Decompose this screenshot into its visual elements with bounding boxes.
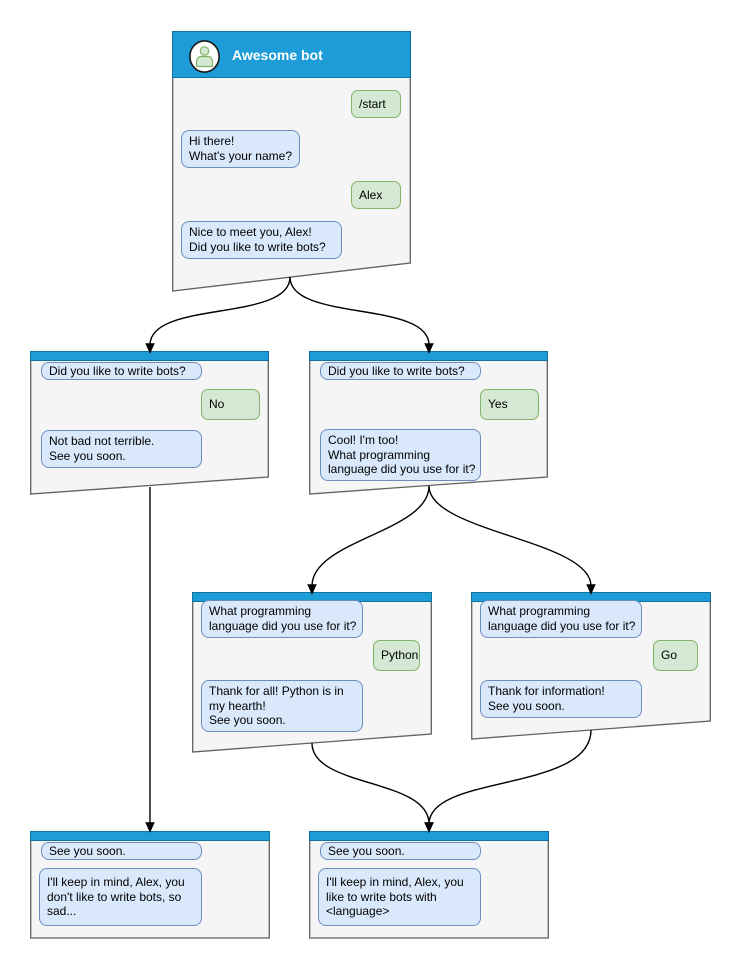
bot-avatar-icon [189, 40, 220, 73]
bot-message-bubble: Cool! I'm too! What programming language… [320, 429, 481, 481]
connector-yes-to-go [428, 485, 596, 595]
chat-window-yes-branch: Did you like to write bots? Yes Cool! I'… [309, 351, 548, 495]
bot-message-bubble: I'll keep in mind, Alex, you don't like … [39, 868, 202, 926]
bot-message-bubble: Did you like to write bots? [41, 362, 202, 380]
bot-message-bubble: See you soon. [320, 842, 481, 860]
connector-python-to-end-yes [311, 742, 434, 833]
connector-yes-to-python [307, 485, 430, 595]
chat-window-python-branch: What programming language did you use fo… [192, 592, 432, 753]
chat-window-end-yes: See you soon. I'll keep in mind, Alex, y… [309, 831, 549, 939]
bot-message-bubble: Not bad not terrible. See you soon. [41, 430, 202, 468]
bot-message-bubble: Thank for information! See you soon. [480, 680, 642, 718]
window-titlebar [30, 831, 270, 841]
chat-window-no-branch: Did you like to write bots? No Not bad n… [30, 351, 269, 495]
user-message-bubble: Go [653, 640, 698, 671]
bot-message-bubble: See you soon. [41, 842, 202, 860]
user-message-bubble: Yes [480, 389, 539, 420]
bot-message-bubble: Thank for all! Python is in my hearth! S… [201, 680, 363, 732]
window-titlebar [309, 351, 548, 361]
bot-message-bubble: Nice to meet you, Alex! Did you like to … [181, 221, 342, 259]
connector-go-to-end-yes [424, 729, 592, 833]
user-message-bubble: Alex [351, 181, 401, 209]
bot-message-bubble: Did you like to write bots? [320, 362, 481, 380]
window-titlebar [30, 351, 269, 361]
chat-window-go-branch: What programming language did you use fo… [471, 592, 711, 740]
window-titlebar [309, 831, 549, 841]
chat-window-end-no: See you soon. I'll keep in mind, Alex, y… [30, 831, 270, 939]
window-title: Awesome bot [232, 46, 323, 63]
user-message-bubble: No [201, 389, 260, 420]
bot-message-bubble: I'll keep in mind, Alex, you like to wri… [318, 868, 481, 926]
bot-message-bubble: Hi there! What's your name? [181, 130, 300, 168]
chat-window-main: Awesome bot /start Hi there! What's your… [172, 31, 411, 292]
user-message-bubble: /start [351, 90, 401, 118]
user-message-bubble: Python [373, 640, 420, 671]
bot-message-bubble: What programming language did you use fo… [480, 600, 642, 638]
bot-message-bubble: What programming language did you use fo… [201, 600, 363, 638]
